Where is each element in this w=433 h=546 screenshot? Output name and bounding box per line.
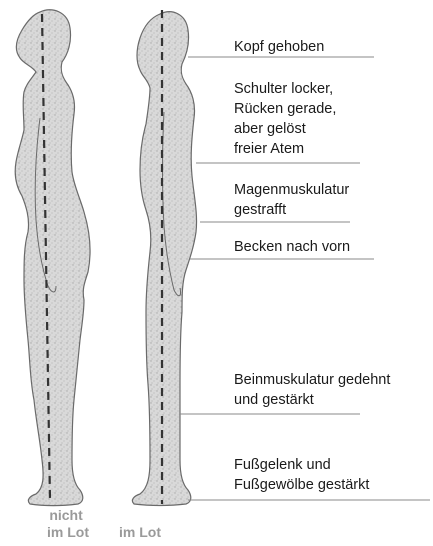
label-schulter: Schulter locker, Rücken gerade, aber gel… <box>234 81 340 157</box>
label-magen-line-1: Magenmuskulatur <box>234 182 349 198</box>
label-kopf-line-1: Kopf gehoben <box>234 39 324 55</box>
label-fussgelenk-line-1: Fußgelenk und <box>234 457 331 473</box>
caption-aligned-line-1: im Lot <box>119 524 161 540</box>
label-fussgelenk-line-2: Fußgewölbe gestärkt <box>234 477 369 493</box>
figure-poor-posture-silhouette <box>15 10 90 506</box>
label-kopf: Kopf gehoben <box>234 39 324 55</box>
label-schulter-line-1: Schulter locker, <box>234 81 333 97</box>
label-schulter-line-3: aber gelöst <box>234 121 306 137</box>
label-beinmuskulatur: Beinmuskulatur gedehnt und gestärkt <box>234 372 394 408</box>
figure-good-posture-silhouette <box>132 12 196 506</box>
label-becken: Becken nach vorn <box>234 239 350 255</box>
label-fussgelenk: Fußgelenk und Fußgewölbe gestärkt <box>234 457 369 493</box>
figure-good-posture <box>132 10 196 506</box>
label-schulter-line-2: Rücken gerade, <box>234 101 336 117</box>
label-magen: Magenmuskulatur gestrafft <box>234 182 353 218</box>
label-beinmuskulatur-line-1: Beinmuskulatur gedehnt <box>234 372 390 388</box>
caption-aligned: im Lot <box>119 524 161 540</box>
caption-not-aligned: nicht im Lot <box>47 507 89 540</box>
caption-not-aligned-line-1: nicht <box>49 507 83 523</box>
label-magen-line-2: gestrafft <box>234 202 286 218</box>
caption-not-aligned-line-2: im Lot <box>47 524 89 540</box>
label-beinmuskulatur-line-2: und gestärkt <box>234 392 314 408</box>
label-becken-line-1: Becken nach vorn <box>234 239 350 255</box>
figure-poor-posture <box>15 10 90 506</box>
label-schulter-line-4: freier Atem <box>234 141 304 157</box>
